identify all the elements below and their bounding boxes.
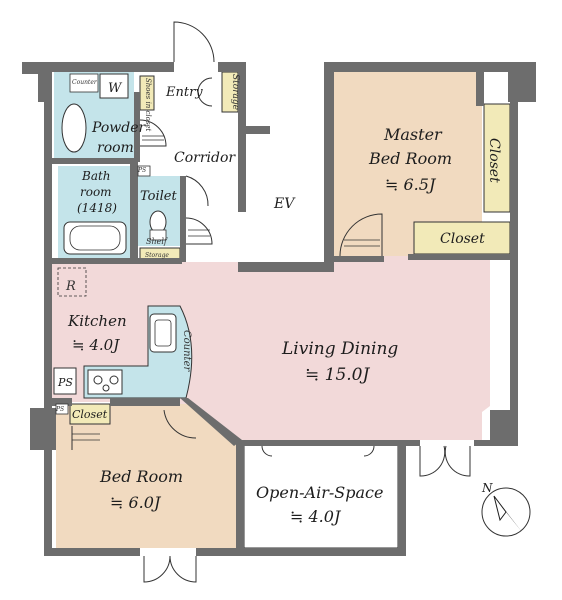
ev-label: EV [273,196,296,212]
storage-entry-label: Storage [230,74,240,110]
bath-label-3: (1418) [77,201,117,215]
shoes-closet-label: Shoes in closet [144,78,152,132]
master-label-1: Master [383,125,443,144]
counter-box [69,73,99,93]
kitchen-size: ≒ 4.0J [72,336,120,354]
toilet-label: Toilet [140,189,177,204]
shelf-label: Shelf [146,237,169,246]
ps-box-2 [137,165,151,177]
bath-label-1: Bath [81,169,111,183]
ps-box-1 [53,367,77,395]
living-size: ≒ 15.0J [305,365,370,385]
ps-label-2: PS [137,167,146,174]
bedroom-closet [69,403,111,425]
compass-north-label: N [481,481,493,495]
bedroom-area [56,404,238,548]
bedroom-closet-label: Closet [72,408,108,421]
walls [22,62,536,556]
entry-label: Entry [165,85,203,100]
corridor-label: Corridor [174,150,236,166]
powder-label-1: Powder [91,120,147,136]
open-air-label: Open-Air-Space [256,483,383,502]
ps-box-3 [55,403,69,415]
kitchen-stove [87,369,123,395]
living-label: Living Dining [281,339,398,359]
master-closet-vertical-label: Closet [486,138,502,183]
ps-label-3: PS [55,406,64,413]
doors [71,21,471,583]
refrigerator-label: R [65,279,76,294]
powder-label-2: room [97,140,134,156]
door-hatches [72,135,380,441]
washer-box [99,73,129,99]
master-closet-horizontal-label: Closet [440,231,485,247]
counter-small-label: Counter [72,79,98,86]
compass: N [481,481,531,537]
counter-vertical-label: Counter [181,330,192,372]
bath-label-2: room [80,185,112,199]
open-air-size: ≒ 4.0J [290,507,342,526]
kitchen-label: Kitchen [67,312,127,330]
small-storage-label: Storage [145,252,169,259]
master-closet-vertical [483,103,511,213]
kitchen-sink [149,313,177,353]
bedroom-label: Bed Room [99,467,183,486]
master-label-2: Bed Room [368,149,452,168]
refrigerator-box [57,267,87,297]
ps-label-1: PS [57,376,73,389]
bedroom-size: ≒ 6.0J [110,493,162,512]
master-size: ≒ 6.5J [385,175,437,194]
washer-label: W [108,81,123,96]
washbasin-oval [61,103,87,153]
bathtub [63,221,127,255]
